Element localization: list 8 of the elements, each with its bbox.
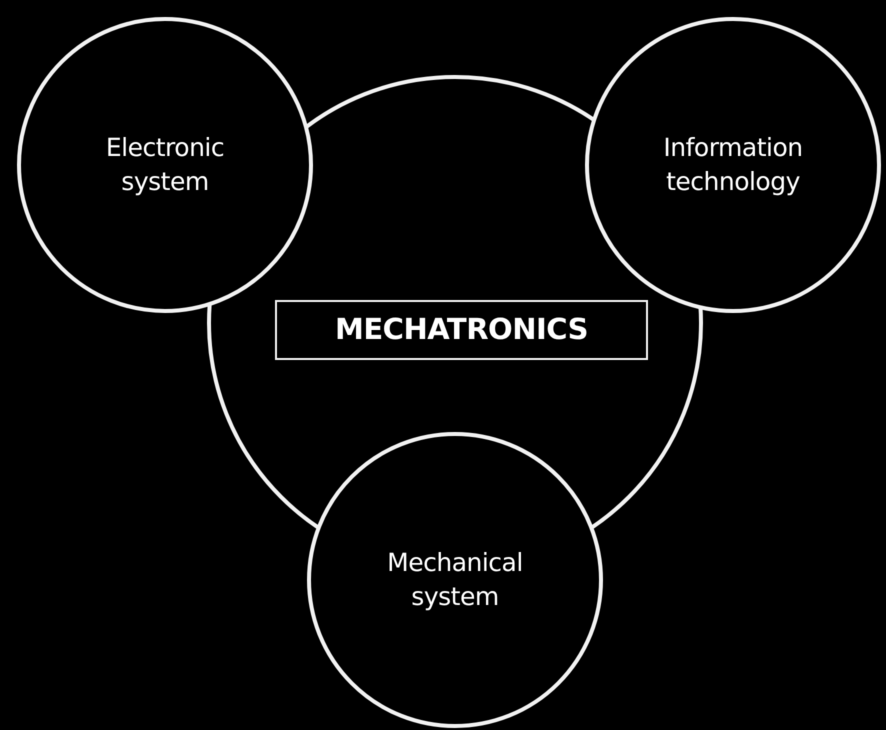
topic-circle bbox=[17, 17, 313, 313]
node-label: Information technology bbox=[662, 132, 804, 198]
node-label: Mechanical system bbox=[386, 547, 524, 613]
node-label: Electronic system bbox=[104, 132, 226, 198]
topic-circle bbox=[585, 17, 881, 313]
node-label: MECHATRONICS bbox=[335, 311, 588, 348]
title-box bbox=[275, 300, 648, 360]
topic-circle bbox=[307, 432, 603, 728]
